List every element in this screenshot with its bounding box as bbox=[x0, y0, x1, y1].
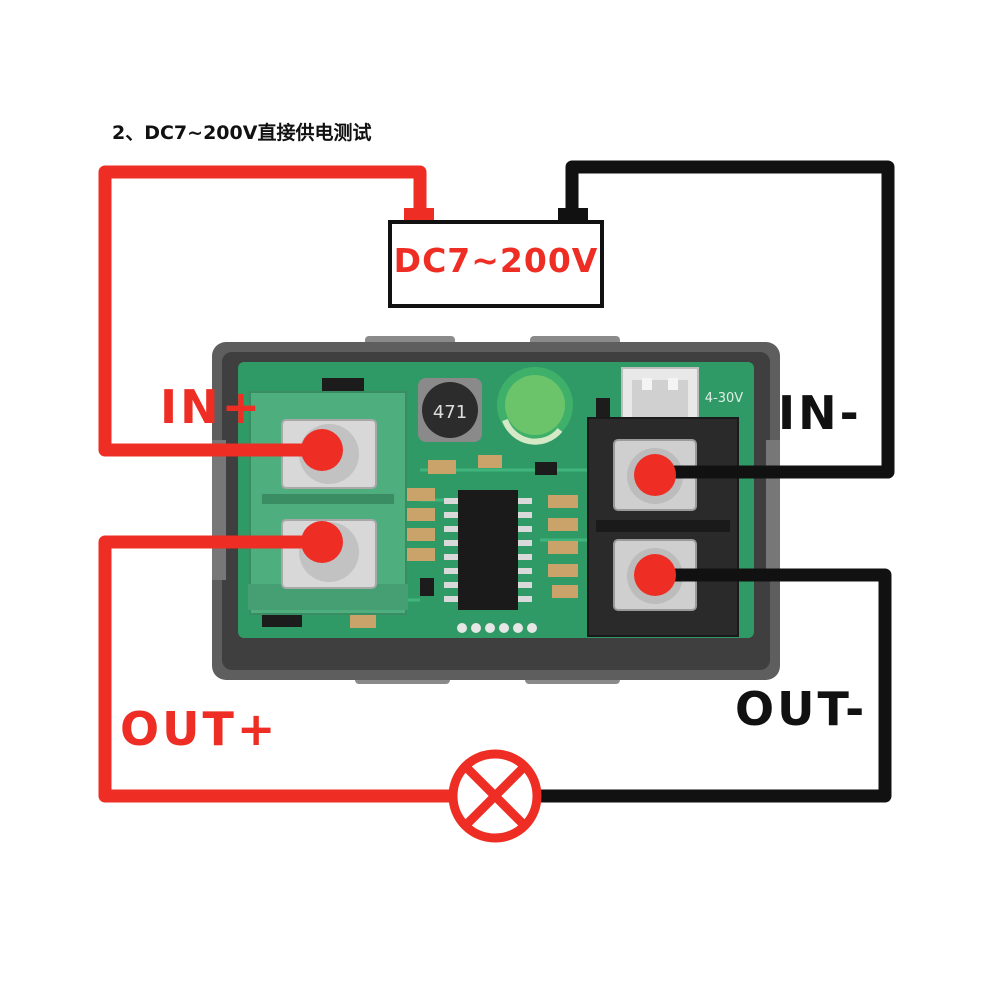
out-plus-label: OUT+ bbox=[120, 702, 279, 756]
case-clip bbox=[212, 440, 226, 580]
wire-in-plus bbox=[98, 165, 427, 457]
wire-out-minus bbox=[538, 568, 892, 803]
diagram-caption: 2、DC7~200V直接供电测试 bbox=[112, 122, 372, 144]
in-plus-label: IN+ bbox=[160, 380, 264, 434]
in-plus-connection bbox=[301, 429, 343, 471]
lamp-load-icon bbox=[448, 749, 542, 843]
power-supply-label: DC7~200V bbox=[393, 241, 599, 280]
out-plus-connection bbox=[301, 521, 343, 563]
capacitor bbox=[497, 367, 573, 445]
supply-box bbox=[388, 220, 604, 308]
connector-marking: 4-30V bbox=[705, 391, 744, 406]
header-pads bbox=[457, 623, 537, 633]
wire-out-plus bbox=[98, 535, 452, 803]
out-minus-connection bbox=[634, 554, 676, 596]
wires bbox=[98, 160, 895, 803]
inductor-marking: 471 bbox=[433, 402, 467, 423]
jst-connector: 4-30V bbox=[621, 367, 744, 427]
black-terminal-block bbox=[587, 417, 739, 637]
inductor: 471 bbox=[418, 378, 482, 442]
power-supply-box bbox=[388, 208, 604, 308]
case-clip bbox=[766, 440, 780, 580]
green-terminal-block bbox=[248, 391, 408, 615]
out-minus-label: OUT- bbox=[735, 682, 868, 736]
in-minus-label: IN- bbox=[778, 386, 862, 440]
wire-in-minus bbox=[565, 160, 895, 479]
connection-points bbox=[301, 429, 676, 596]
ic-chip bbox=[444, 490, 532, 610]
in-minus-connection bbox=[634, 454, 676, 496]
